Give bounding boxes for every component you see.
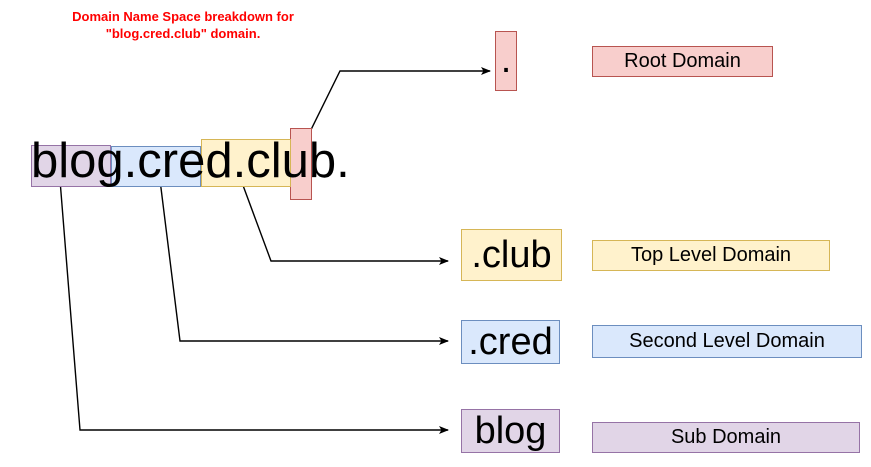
domain-segment-top: [201, 139, 291, 187]
node-sub-domain[interactable]: blog: [461, 409, 560, 453]
label-second-level-domain: Second Level Domain: [592, 325, 862, 358]
connector-top-level-arrow: [240, 179, 449, 265]
connector-sub-domain-arrow: [59, 179, 449, 434]
domain-string-text: blog.cred.club.: [31, 134, 350, 188]
label-top-level-domain: Top Level Domain: [592, 240, 830, 271]
node-top-level-domain[interactable]: .club: [461, 229, 562, 281]
connector-second-level-arrow: [159, 179, 449, 345]
node-second-level-domain[interactable]: .cred: [461, 320, 560, 364]
label-root-domain: Root Domain: [592, 46, 773, 77]
diagram-title-line-1: Domain Name Space breakdown for: [72, 9, 294, 24]
domain-segment-second: [111, 146, 201, 187]
node-root-domain[interactable]: .: [495, 31, 517, 91]
diagram-title-line-2: "blog.cred.club" domain.: [105, 26, 261, 41]
diagram-title: Domain Name Space breakdown for "blog.cr…: [8, 8, 358, 42]
domain-segment-sub: [31, 145, 111, 187]
label-sub-domain: Sub Domain: [592, 422, 860, 453]
